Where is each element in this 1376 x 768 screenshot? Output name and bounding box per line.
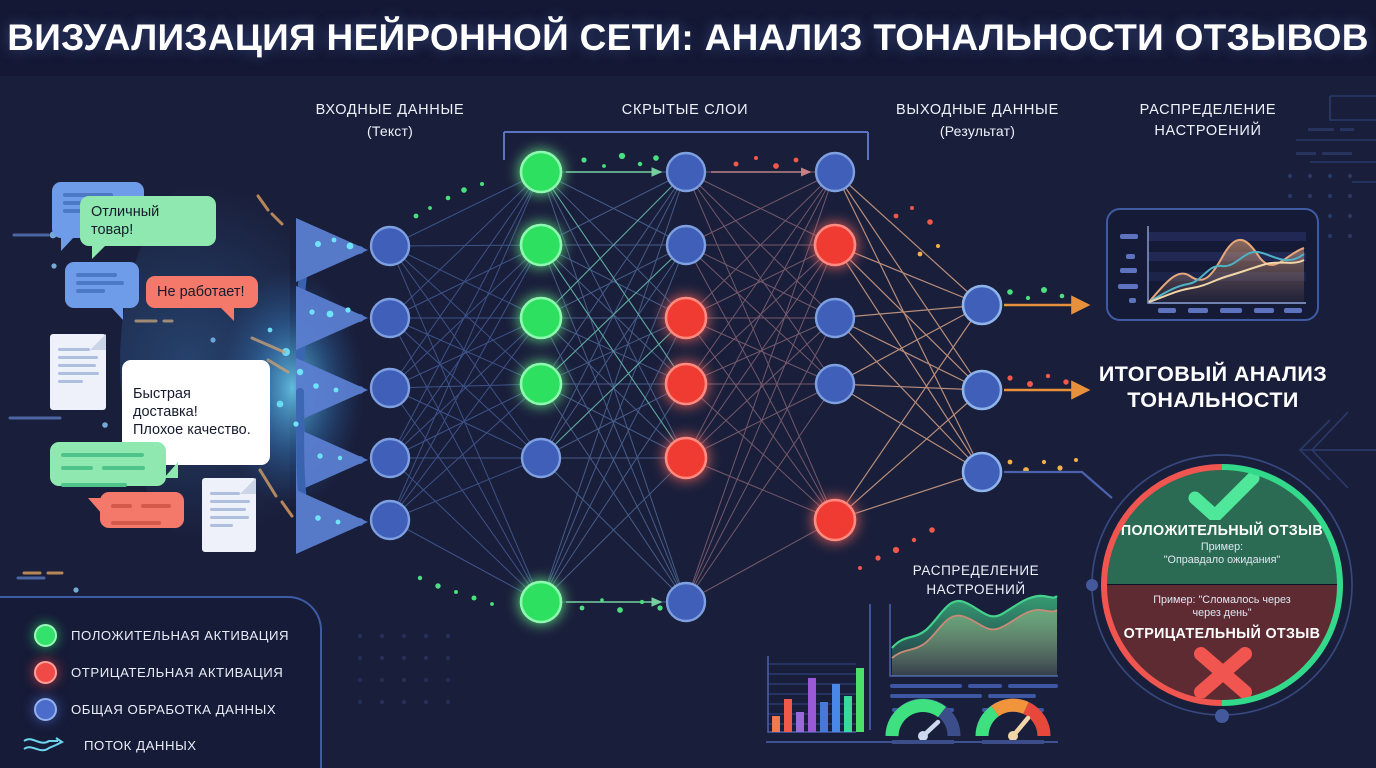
legend-panel: ПОЛОЖИТЕЛЬНАЯ АКТИВАЦИЯ ОТРИЦАТЕЛЬНАЯ АК… <box>0 596 322 768</box>
sentiment-negative-half: Пример: "Сломалось через через день" ОТР… <box>1103 585 1341 704</box>
sentiment-negative-example-2: через день" <box>1192 607 1252 620</box>
dashboard-gauge-mixed <box>975 698 1051 744</box>
label-distribution-sub: НАСТРОЕНИЙ <box>1154 123 1262 140</box>
check-mark-icon <box>1188 472 1260 520</box>
legend-label-negative: ОТРИЦАТЕЛЬНАЯ АКТИВАЦИЯ <box>71 665 284 680</box>
red-node-dot-icon <box>34 661 57 684</box>
chat-bubble-negative-text: Не работает! <box>157 284 245 300</box>
final-analysis-line2: ТОНАЛЬНОСТИ <box>1127 387 1299 412</box>
label-hidden-layers: СКРЫТЫЕ СЛОИ <box>590 100 780 121</box>
chat-bubble-negative: Не работает! <box>146 276 258 322</box>
page-title: ВИЗУАЛИЗАЦИЯ НЕЙРОННОЙ СЕТИ: АНАЛИЗ ТОНА… <box>7 17 1369 58</box>
label-distribution-main: РАСПРЕДЕЛЕНИЕ <box>1139 102 1277 118</box>
sentiment-negative-label: ОТРИЦАТЕЛЬНЫЙ ОТЗЫВ <box>1123 625 1321 642</box>
dashboard-bar-chart <box>767 656 864 733</box>
chat-bubble-positive: Отличный товар! <box>80 196 216 260</box>
cross-mark-icon <box>1194 646 1252 698</box>
sentiment-distribution-card <box>1106 208 1319 321</box>
edges-hidden1-hidden2 <box>540 171 687 603</box>
sentiment-negative-example: Пример: "Сломалось через <box>1153 594 1291 606</box>
layer-hidden1-nodes <box>519 150 563 624</box>
hidden-layers-bracket <box>503 131 869 160</box>
layer-output-nodes <box>961 284 1003 493</box>
output-arrows <box>1004 295 1091 400</box>
layer-hidden3-nodes <box>813 151 857 542</box>
label-output-layer-sub: (Результат) <box>939 123 1016 140</box>
data-flow-wave-icon <box>22 734 66 756</box>
label-input-layer-sub: (Текст) <box>367 123 413 140</box>
label-input-layer: ВХОДНЫЕ ДАННЫЕ (Текст) <box>300 100 480 141</box>
legend-item-negative: ОТРИЦАТЕЛЬНАЯ АКТИВАЦИЯ <box>34 661 283 684</box>
dashboard-area-chart <box>889 594 1058 677</box>
document-icon-1 <box>50 334 106 410</box>
sentiment-result-circle: ПОЛОЖИТЕЛЬНЫЙ ОТЗЫВ Пример: "Оправдало о… <box>1103 466 1341 704</box>
dashboard-title: РАСПРЕДЕЛЕНИЕ НАСТРОЕНИЙ <box>886 562 1066 600</box>
trend-line-chart <box>1118 226 1306 313</box>
particles-orange <box>917 244 1078 473</box>
edges-hidden3-output <box>834 171 984 521</box>
sentiment-positive-label: ПОЛОЖИТЕЛЬНЫЙ ОТЗЫВ <box>1120 523 1324 539</box>
legend-label-positive: ПОЛОЖИТЕЛЬНАЯ АКТИВАЦИЯ <box>71 628 290 643</box>
final-analysis-title: ИТОГОВЫЙ АНАЛИЗ ТОНАЛЬНОСТИ <box>1098 362 1328 414</box>
chat-bubble-red-small <box>88 492 184 528</box>
edges-hidden2-hidden3 <box>685 171 836 603</box>
chat-bubble-positive-text: Отличный товар! <box>91 204 160 239</box>
final-analysis-line1: ИТОГОВЫЙ АНАЛИЗ <box>1098 362 1328 386</box>
legend-item-positive: ПОЛОЖИТЕЛЬНАЯ АКТИВАЦИЯ <box>34 624 289 647</box>
legend-item-dataflow: ПОТОК ДАННЫХ <box>22 734 197 756</box>
output-to-circle-connector <box>1004 470 1113 499</box>
label-input-layer-main: ВХОДНЫЕ ДАННЫЕ <box>315 102 465 118</box>
dashboard-title-line1: РАСПРЕДЕЛЕНИЕ <box>912 563 1040 578</box>
sentiment-positive-half: ПОЛОЖИТЕЛЬНЫЙ ОТЗЫВ Пример: "Оправдало о… <box>1103 466 1341 585</box>
legend-label-neutral: ОБЩАЯ ОБРАБОТКА ДАННЫХ <box>71 702 277 717</box>
sentiment-positive-example-prefix: Пример: <box>1200 541 1244 553</box>
label-hidden-layers-main: СКРЫТЫЕ СЛОИ <box>621 102 749 118</box>
chat-bubble-blue-2 <box>65 262 139 320</box>
particles-green <box>413 152 1065 613</box>
dashboard-text-rows <box>890 684 1058 698</box>
layer-hidden2-nodes <box>664 151 708 623</box>
label-output-layer-main: ВЫХОДНЫЕ ДАННЫЕ <box>896 102 1059 118</box>
label-distribution: РАСПРЕДЕЛЕНИЕ НАСТРОЕНИЙ <box>1118 100 1298 142</box>
dashboard-title-line2: НАСТРОЕНИЙ <box>926 581 1026 597</box>
edges-input-hidden1 <box>389 171 542 603</box>
green-node-dot-icon <box>34 624 57 647</box>
title-bar: ВИЗУАЛИЗАЦИЯ НЕЙРОННОЙ СЕТИ: АНАЛИЗ ТОНА… <box>0 0 1376 76</box>
legend-label-dataflow: ПОТОК ДАННЫХ <box>84 737 197 753</box>
document-icon-2 <box>202 478 256 552</box>
chat-bubble-green-small <box>50 442 178 488</box>
label-output-layer: ВЫХОДНЫЕ ДАННЫЕ (Результат) <box>880 100 1075 141</box>
dashboard-gauge-positive <box>885 698 961 744</box>
chat-bubble-mixed-text: Быстрая доставка! Плохое качество. <box>133 386 251 439</box>
layer-input-nodes <box>369 225 411 541</box>
blue-node-dot-icon <box>34 698 57 721</box>
particles-red <box>733 156 1069 570</box>
legend-item-neutral: ОБЩАЯ ОБРАБОТКА ДАННЫХ <box>34 698 276 721</box>
sentiment-positive-example: "Оправдало ожидания" <box>1163 554 1281 567</box>
